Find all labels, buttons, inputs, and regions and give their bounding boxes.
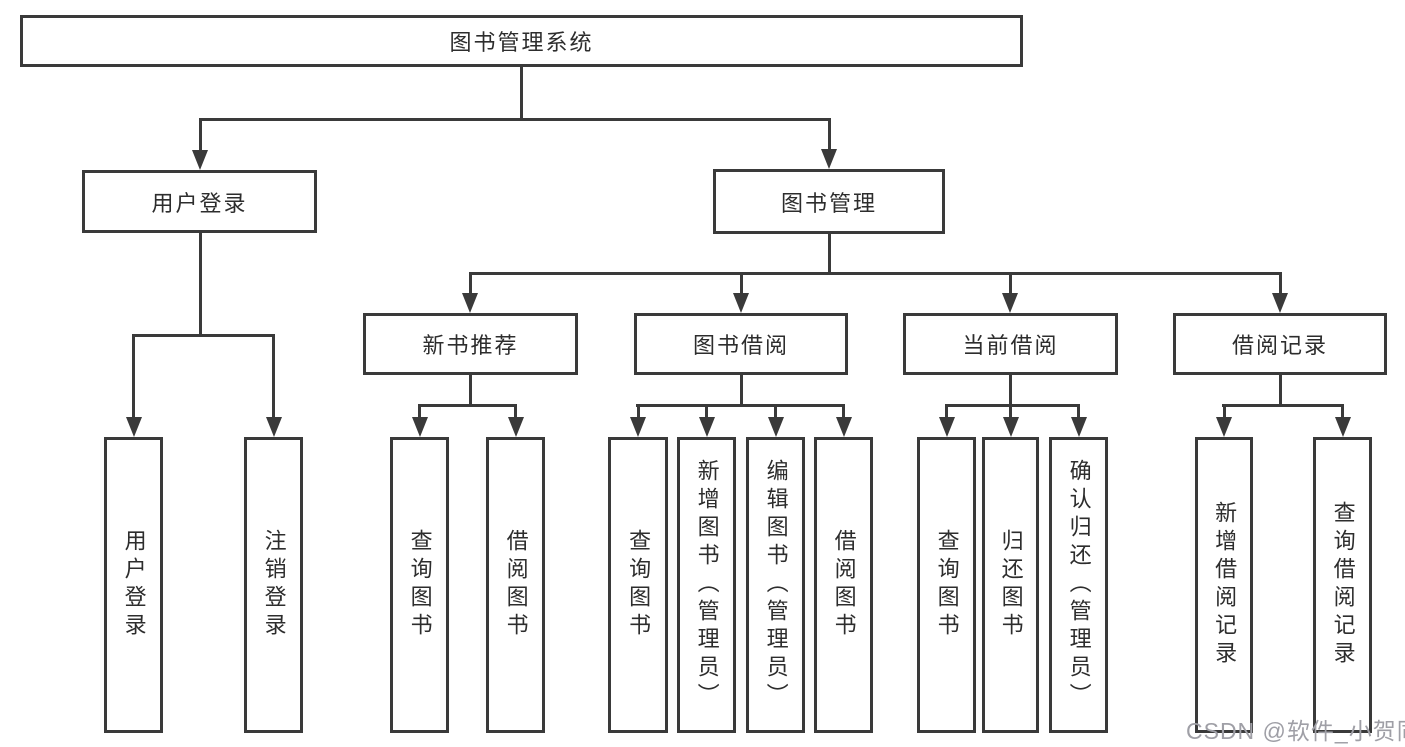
node-label: 注销登录 [261, 529, 287, 641]
connector-line [469, 272, 1282, 275]
arrowhead-down-icon [192, 150, 208, 170]
connector-line [705, 404, 708, 420]
arrowhead-down-icon [508, 417, 524, 437]
connector-line [198, 230, 202, 336]
connector-line [132, 334, 275, 337]
connector-line [272, 334, 275, 418]
node-book-management: 图书管理 [713, 169, 945, 234]
connector-line [774, 404, 777, 420]
node-edit-book-admin: 编辑图书（管理员） [746, 437, 805, 733]
arrowhead-down-icon [939, 417, 955, 437]
arrowhead-down-icon [836, 417, 852, 437]
arrowhead-down-icon [1216, 417, 1232, 437]
node-current-borrowing: 当前借阅 [903, 313, 1118, 375]
arrowhead-down-icon [1272, 293, 1288, 313]
node-add-borrow-record: 新增借阅记录 [1195, 437, 1253, 733]
node-query-books-recommend: 查询图书 [390, 437, 449, 733]
connector-line [1222, 404, 1226, 420]
connector-line [1278, 372, 1282, 406]
node-borrow-books-borrowing: 借阅图书 [814, 437, 873, 733]
connector-line [1077, 404, 1080, 420]
node-user-login: 用户登录 [82, 170, 317, 233]
connector-line [1009, 272, 1012, 296]
arrowhead-down-icon [126, 417, 142, 437]
connector-line [469, 372, 472, 406]
node-label: 查询借阅记录 [1330, 501, 1356, 669]
node-return-books: 归还图书 [982, 437, 1039, 733]
connector-line [198, 118, 202, 152]
arrowhead-down-icon [699, 417, 715, 437]
arrowhead-down-icon [462, 293, 478, 313]
node-label: 新书推荐 [422, 333, 519, 358]
node-borrowing-records: 借阅记录 [1173, 313, 1387, 375]
arrowhead-down-icon [1002, 293, 1018, 313]
node-label: 编辑图书（管理员） [763, 459, 789, 711]
connector-line [945, 404, 948, 420]
arrowhead-down-icon [768, 417, 784, 437]
node-label: 用户登录 [121, 529, 147, 641]
node-label: 借阅图书 [831, 529, 857, 641]
arrowhead-down-icon [630, 417, 646, 437]
csdn-watermark: CSDN @软件_小贺同学 [1186, 718, 1405, 744]
connector-line [636, 404, 845, 407]
arrowhead-down-icon [266, 417, 282, 437]
connector-line [739, 272, 743, 296]
node-new-book-recommendation: 新书推荐 [363, 313, 578, 375]
arrowhead-down-icon [1003, 417, 1019, 437]
connector-line [945, 404, 1080, 407]
node-label: 查询图书 [626, 529, 652, 641]
node-label: 新增图书（管理员） [694, 459, 720, 711]
node-user-login-leaf: 用户登录 [104, 437, 163, 733]
connector-line [1222, 404, 1344, 407]
node-confirm-return-admin: 确认归还（管理员） [1049, 437, 1108, 733]
connector-line [519, 65, 523, 121]
node-label: 归还图书 [998, 529, 1024, 641]
connector-line [1009, 404, 1012, 420]
node-label: 用户登录 [151, 190, 248, 216]
arrowhead-down-icon [821, 149, 837, 169]
node-library-system: 图书管理系统 [20, 15, 1023, 67]
node-query-books-borrowing: 查询图书 [608, 437, 668, 733]
node-label: 图书管理系统 [449, 30, 594, 55]
connector-line [842, 404, 845, 420]
node-add-book-admin: 新增图书（管理员） [677, 437, 736, 733]
connector-line [469, 272, 472, 296]
connector-line [198, 118, 831, 121]
node-label: 借阅记录 [1231, 333, 1328, 358]
connector-line [418, 404, 421, 420]
connector-line [827, 231, 831, 275]
connector-line [418, 404, 517, 407]
node-label: 确认归还（管理员） [1066, 459, 1092, 711]
arrowhead-down-icon [1335, 417, 1351, 437]
connector-line [1278, 272, 1282, 296]
node-label: 查询图书 [934, 529, 960, 641]
node-borrow-books-recommend: 借阅图书 [486, 437, 545, 733]
node-label: 新增借阅记录 [1212, 501, 1238, 669]
node-label: 图书借阅 [692, 333, 789, 358]
node-query-borrow-record: 查询借阅记录 [1313, 437, 1372, 733]
connector-line [132, 334, 135, 418]
node-logout: 注销登录 [244, 437, 303, 733]
arrowhead-down-icon [412, 417, 428, 437]
connector-line [739, 372, 743, 406]
node-label: 当前借阅 [962, 333, 1059, 358]
node-book-borrowing: 图书借阅 [634, 313, 848, 375]
connector-line [636, 404, 640, 420]
arrowhead-down-icon [1071, 417, 1087, 437]
connector-line [827, 118, 831, 151]
node-label: 查询图书 [407, 529, 433, 641]
connector-line [1009, 372, 1012, 406]
node-label: 借阅图书 [503, 529, 529, 641]
node-query-books-current: 查询图书 [917, 437, 976, 733]
node-label: 图书管理 [780, 190, 877, 216]
connector-line [514, 404, 517, 420]
connector-line [1341, 404, 1344, 420]
arrowhead-down-icon [733, 293, 749, 313]
